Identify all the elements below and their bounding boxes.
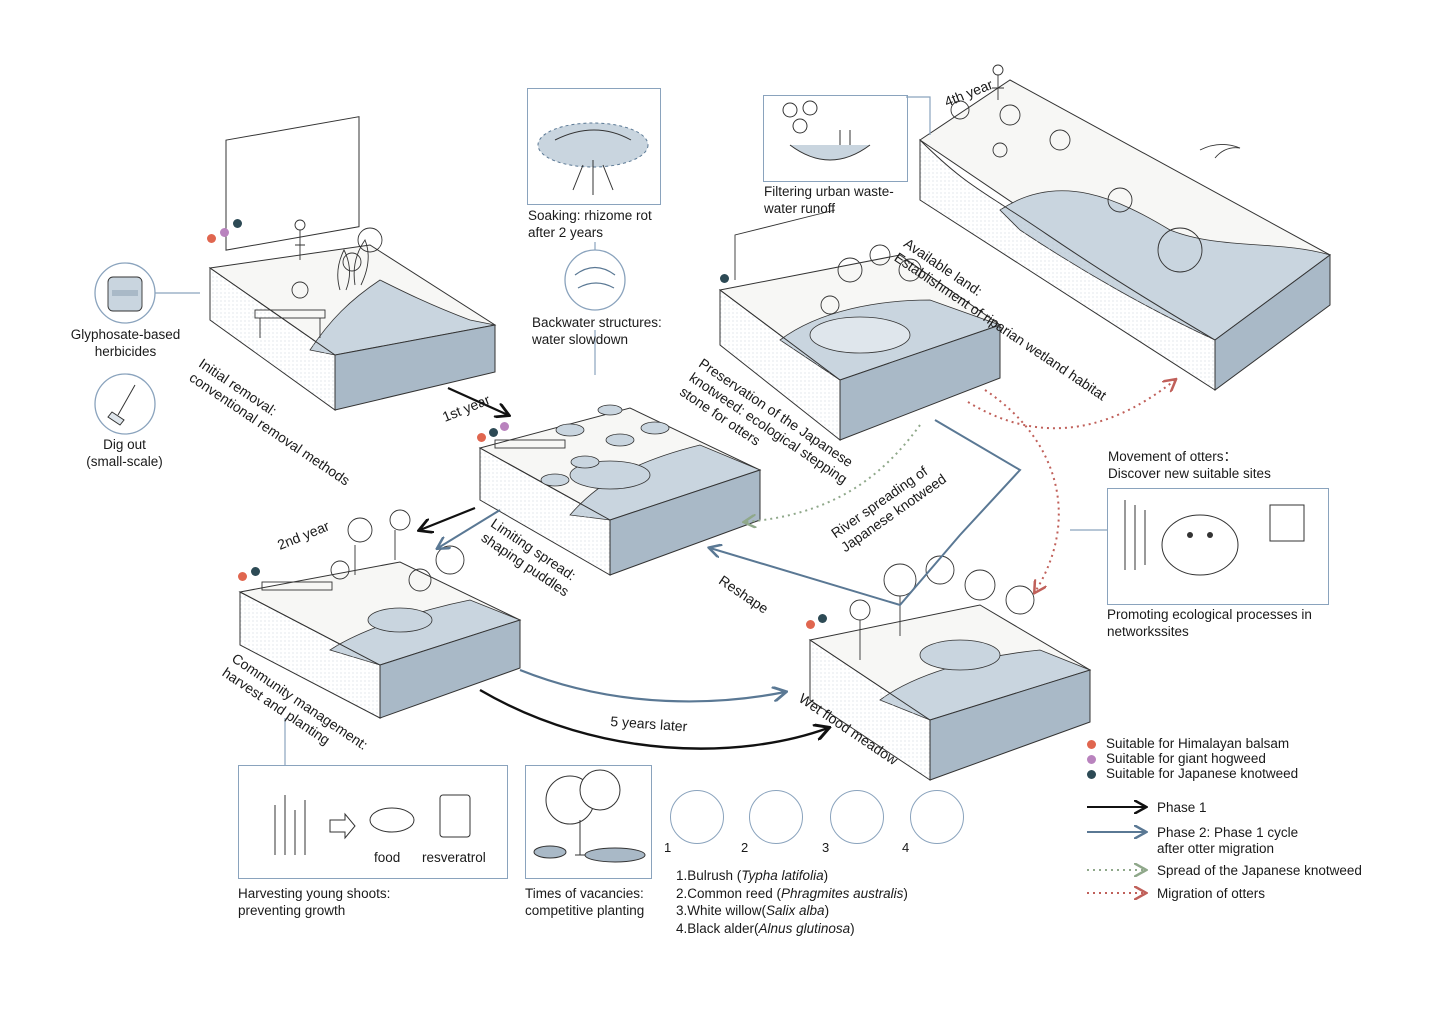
harvest-panel: [238, 765, 508, 879]
legend-knotweed-dot: [1087, 770, 1096, 779]
knotweed-marker: [818, 614, 827, 623]
block-available-land: [919, 64, 1331, 391]
knotweed-marker: [489, 428, 498, 437]
vacancy-panel: [525, 765, 652, 879]
species-number-3: 3: [822, 840, 830, 855]
balsam-marker: [806, 620, 815, 629]
harvesting-label: Harvesting young shoots:preventing growt…: [238, 886, 391, 918]
legend-hogweed-label: Suitable for giant hogweed: [1106, 751, 1266, 766]
arrow-reshape: [710, 419, 1022, 607]
species-item: 4.Black alder(Alnus glutinosa): [676, 920, 855, 936]
backwater-icon: [564, 249, 626, 311]
knotweed-marker: [233, 219, 242, 228]
vacancies-label: Times of vacancies:competitive planting: [525, 886, 645, 918]
block-community-management: [238, 509, 522, 719]
filtering-label: Filtering urban waste-water runoff: [764, 184, 894, 216]
block-initial-removal: [208, 116, 497, 411]
black-alder-icon: [910, 790, 964, 844]
herbicide-icon: [94, 262, 156, 324]
knotweed-marker: [251, 567, 260, 576]
species-item: 1.Bulrush (Typha latifolia): [676, 868, 829, 883]
dig-out-icon: [94, 373, 156, 435]
resveratrol-label: resveratrol: [422, 850, 486, 865]
block-wet-flood-meadow: [808, 555, 1092, 781]
arrow-otter-migration-2: [984, 389, 1060, 592]
soaking-panel: [527, 88, 661, 205]
species-list: 1.Bulrush (Typha latifolia) 2.Common ree…: [676, 867, 908, 937]
legend-hogweed-dot: [1087, 755, 1096, 764]
legend-phase1-label: Phase 1: [1157, 800, 1207, 815]
soaking-drawing: [537, 122, 649, 195]
arrow-phase2-5-years: [519, 668, 785, 703]
arrow-otter-migration-1: [967, 380, 1175, 430]
species-item: 3.White willow(Salix alba): [676, 903, 830, 918]
filtering-drawing: [782, 100, 871, 161]
legend-balsam-label: Suitable for Himalayan balsam: [1106, 736, 1290, 751]
arrow-phase1-to-1st-year: [447, 386, 508, 415]
bulrush-icon: [670, 790, 724, 844]
arrow-knotweed-spread: [745, 424, 921, 522]
balsam-marker: [477, 433, 486, 442]
species-number-1: 1: [664, 840, 672, 855]
legend-arrow-samples: [1087, 807, 1145, 893]
block-preservation: [718, 209, 1002, 442]
legend-balsam-dot: [1087, 740, 1096, 749]
block-limiting-spread: [478, 404, 762, 576]
arrow-phase1-to-2nd-year: [420, 506, 476, 530]
legend-knotweed-label: Suitable for Japanese knotweed: [1106, 766, 1299, 781]
movement-of-otters-label: Movement of otters：Discover new suitable…: [1108, 449, 1271, 481]
flow-arrows: [420, 380, 1175, 750]
species-item: 2.Common reed (Phragmites australis): [676, 885, 908, 901]
species-number-4: 4: [902, 840, 910, 855]
legend-knotweed-spread-label: Spread of the Japanese knotweed: [1157, 863, 1362, 878]
backwater-label: Backwater structures:water slowdown: [532, 315, 662, 347]
food-label: food: [374, 850, 401, 865]
arrow-phase2-to-2nd-year: [438, 509, 501, 548]
dig-out-label: Dig out(small-scale): [86, 437, 163, 469]
species-number-2: 2: [741, 840, 749, 855]
otter-drawing: [1124, 500, 1305, 576]
white-willow-icon: [830, 790, 884, 844]
common-reed-icon: [749, 790, 803, 844]
legend-otter-migration-label: Migration of otters: [1157, 886, 1266, 901]
knotweed-marker: [720, 274, 729, 283]
harvest-drawing: [274, 794, 471, 855]
otter-network-panel: [1107, 488, 1329, 605]
hogweed-marker: [500, 422, 509, 431]
vacancy-drawing: [533, 769, 646, 863]
balsam-marker: [238, 572, 247, 581]
hogweed-marker: [220, 228, 229, 237]
arrow-phase1-5-years: [479, 688, 828, 750]
filtering-panel: [763, 95, 908, 182]
balsam-marker: [207, 234, 216, 243]
